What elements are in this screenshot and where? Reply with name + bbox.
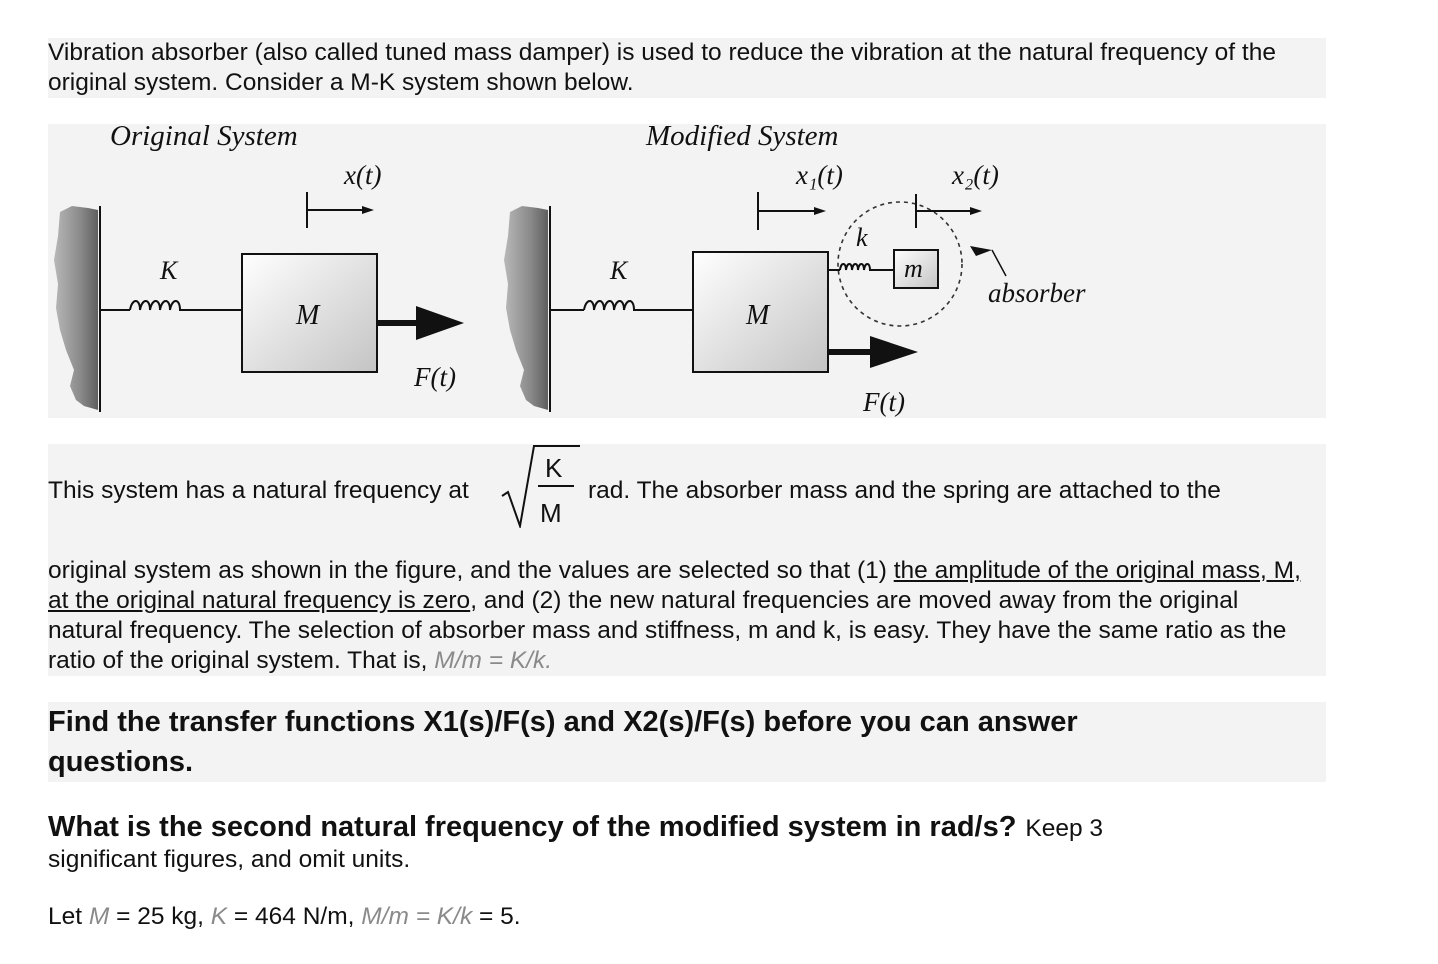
x2-label: x₂(t) bbox=[951, 160, 999, 190]
wall-original bbox=[54, 206, 98, 410]
force-label-original: F(t) bbox=[413, 362, 456, 392]
mass-small-m-label: m bbox=[904, 254, 923, 283]
question-normal-a: Keep 3 bbox=[1025, 815, 1104, 842]
absorber-label: absorber bbox=[988, 278, 1086, 308]
freq-rest-b: , and (2) the new natural frequencies ar… bbox=[48, 587, 1287, 674]
question-block: What is the second natural frequency of … bbox=[48, 810, 1328, 875]
spring-absorber bbox=[839, 263, 894, 271]
spring-modified bbox=[583, 300, 648, 311]
mass-m-label: M bbox=[295, 300, 321, 331]
ratio-text: M/m = K/k. bbox=[434, 647, 553, 674]
intro-block: Vibration absorber (also called tuned ma… bbox=[48, 38, 1326, 98]
let-ratio-value: = 5. bbox=[472, 903, 521, 930]
spring-k-label: K bbox=[159, 256, 179, 285]
system-figure: Original System Modified System K M F(t)… bbox=[48, 124, 1326, 418]
wall-modified bbox=[504, 206, 548, 410]
let-prefix: Let bbox=[48, 903, 89, 930]
intro-text: Vibration absorber (also called tuned ma… bbox=[48, 39, 1276, 96]
freq-rest-underlined: the amplitude of the original mass, M, a… bbox=[48, 557, 1301, 614]
freq-text-before: This system has a natural frequency at bbox=[48, 477, 469, 504]
let-ratio: M/m = K/k bbox=[361, 903, 473, 930]
transfer-function-text: Find the transfer functions X1(s)/F(s) a… bbox=[48, 706, 1078, 778]
let-K: K bbox=[210, 903, 228, 930]
freq-text-after: rad. The absorber mass and the spring ar… bbox=[588, 477, 1221, 504]
freq-rest-a: original system as shown in the figure, … bbox=[48, 557, 894, 584]
modified-system-title: Modified System bbox=[645, 124, 838, 152]
frequency-block: This system has a natural frequency at K… bbox=[48, 444, 1326, 676]
spring-k-label-modified: K bbox=[609, 256, 629, 285]
sqrt-denominator: M bbox=[540, 498, 562, 528]
original-system-title: Original System bbox=[110, 124, 298, 152]
absorber-circle bbox=[837, 201, 963, 327]
mk-diagram: Original System Modified System K M F(t)… bbox=[54, 124, 1086, 417]
force-arrow-modified bbox=[870, 336, 918, 368]
let-K-value: = 464 N/m, bbox=[227, 903, 362, 930]
force-label-modified: F(t) bbox=[862, 387, 905, 417]
mass-modified bbox=[692, 251, 829, 373]
sqrt-numerator: K bbox=[545, 453, 563, 483]
force-arrow-original bbox=[416, 306, 464, 340]
let-M-value: = 25 kg, bbox=[109, 903, 211, 930]
mass-absorber bbox=[893, 249, 939, 289]
mass-m-label-modified: M bbox=[745, 300, 771, 331]
given-values: Let M = 25 kg, K = 464 N/m, M/m = K/k = … bbox=[48, 902, 521, 932]
x1-label: x₁(t) bbox=[795, 160, 843, 190]
spring-original bbox=[129, 300, 200, 311]
question-bold: What is the second natural frequency of … bbox=[48, 811, 1017, 843]
x-label: x(t) bbox=[343, 160, 381, 190]
question-normal-b: significant figures, and omit units. bbox=[48, 846, 411, 873]
sqrt-formula: K M bbox=[501, 445, 580, 528]
transfer-function-block: Find the transfer functions X1(s)/F(s) a… bbox=[48, 702, 1326, 782]
let-M: M bbox=[88, 903, 110, 930]
freq-description: original system as shown in the figure, … bbox=[48, 556, 1318, 676]
spring-small-k-label: k bbox=[856, 223, 868, 252]
mass-original bbox=[241, 253, 378, 373]
